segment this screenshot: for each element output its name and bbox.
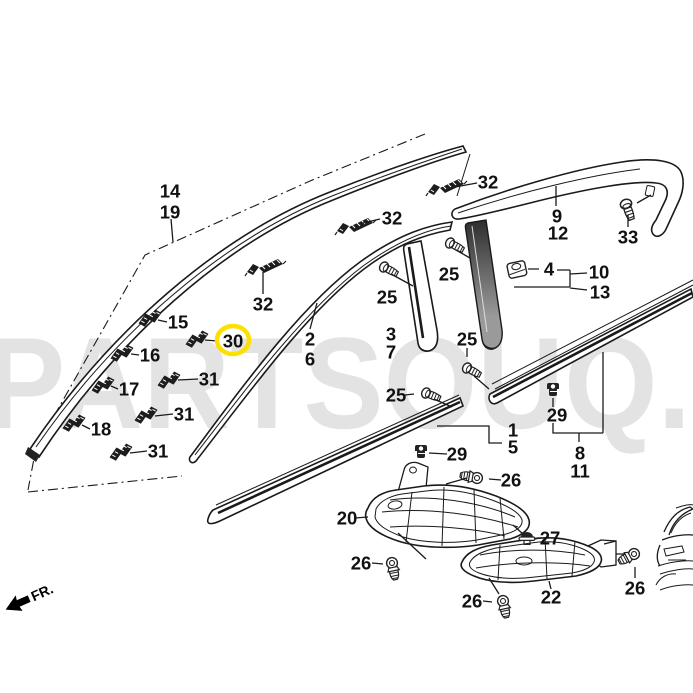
bolt-26-b [384, 555, 402, 582]
callout-29-b[interactable]: 29 [447, 444, 468, 465]
callout-4[interactable]: 4 [544, 259, 555, 280]
quarter-molding-9-12 [451, 159, 684, 237]
callout-20[interactable]: 20 [337, 508, 358, 529]
bolt-26-d [615, 545, 643, 568]
callout-10[interactable]: 10 [589, 262, 610, 283]
callout-19[interactable]: 19 [160, 202, 181, 223]
callout-5[interactable]: 5 [508, 437, 518, 458]
grommet-4 [506, 260, 528, 279]
callout-16[interactable]: 16 [140, 345, 161, 366]
windshield-molding-2-6 [188, 221, 454, 464]
fr-arrow-icon [5, 595, 31, 611]
molding-end-cap [25, 447, 40, 462]
watermark: PARTSOUQ. [0, 310, 691, 456]
callout-25-d[interactable]: 25 [386, 385, 407, 406]
callout-29-a[interactable]: 29 [547, 405, 568, 426]
cover-22 [460, 537, 617, 584]
callout-25-c[interactable]: 25 [457, 329, 478, 350]
callout-25-b[interactable]: 25 [377, 287, 398, 308]
callout-31-b[interactable]: 31 [174, 404, 195, 425]
screw-25-b [377, 259, 401, 280]
callout-15[interactable]: 15 [168, 312, 189, 333]
sill-molding-8-11 [488, 279, 693, 405]
callout-32-c[interactable]: 32 [253, 294, 274, 315]
callout-26-b[interactable]: 26 [351, 553, 372, 574]
leader-lines [81, 182, 652, 603]
callout-14[interactable]: 14 [160, 181, 181, 202]
callout-7[interactable]: 7 [386, 342, 396, 363]
callout-12[interactable]: 12 [548, 223, 569, 244]
callout-32-b[interactable]: 32 [382, 208, 403, 229]
callout-26-a[interactable]: 26 [501, 470, 522, 491]
callout-30[interactable]: 30 [223, 331, 244, 352]
callout-6[interactable]: 6 [305, 349, 315, 370]
car-front-sketch [655, 504, 693, 591]
callout-18[interactable]: 18 [91, 419, 112, 440]
callout-22[interactable]: 22 [541, 587, 562, 608]
callout-3[interactable]: 3 [386, 324, 396, 345]
callout-2[interactable]: 2 [305, 329, 315, 350]
callout-26-c[interactable]: 26 [462, 591, 483, 612]
bolt-26-a [458, 468, 485, 486]
undercover-20 [364, 461, 531, 549]
pillar-garnish-3-7 [402, 240, 439, 352]
fr-direction-arrow: FR. [5, 580, 56, 611]
callout-9[interactable]: 9 [552, 206, 562, 227]
callout-8[interactable]: 8 [575, 443, 585, 464]
callout-13[interactable]: 13 [590, 282, 611, 303]
callout-1[interactable]: 1 [508, 420, 518, 441]
pillar-garnish-10-13 [464, 219, 503, 350]
callout-25-a[interactable]: 25 [439, 264, 460, 285]
callout-31-c[interactable]: 31 [148, 441, 169, 462]
callout-26-d[interactable]: 26 [625, 578, 646, 599]
callout-32-a[interactable]: 32 [478, 172, 499, 193]
group-boundary-lines [27, 133, 471, 493]
roof-molding-14-19 [25, 145, 468, 462]
callout-11[interactable]: 11 [570, 461, 590, 482]
bolt-26-c [495, 593, 513, 620]
callout-33[interactable]: 33 [618, 227, 639, 248]
callout-27[interactable]: 27 [540, 528, 561, 549]
callout-31-a[interactable]: 31 [199, 369, 220, 390]
fr-label: FR. [28, 580, 55, 604]
screw-25-a [443, 235, 467, 256]
sill-molding-1-5 [206, 394, 465, 525]
highlight-ring-30 [214, 323, 252, 357]
callout-17[interactable]: 17 [119, 379, 140, 400]
